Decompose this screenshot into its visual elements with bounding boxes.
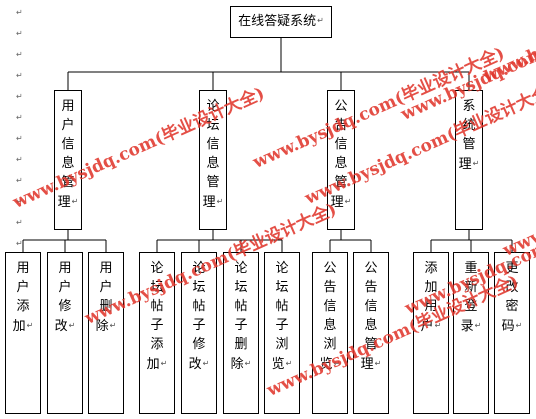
margin-return-mark: ↵ — [16, 71, 23, 80]
child-node: 论坛帖子添加↵ — [139, 252, 175, 414]
child-node: 公告信息浏览↵ — [312, 252, 348, 414]
margin-return-mark: ↵ — [16, 176, 23, 185]
margin-return-mark: ↵ — [16, 50, 23, 59]
child-node: 重新登录↵ — [453, 252, 489, 414]
child-node: 添加用户↵ — [413, 252, 449, 414]
margin-return-mark: ↵ — [16, 8, 23, 17]
margin-return-mark: ↵ — [16, 29, 23, 38]
module-node: 公告信息管理↵ — [327, 90, 355, 230]
margin-return-mark: ↵ — [16, 218, 23, 227]
child-node: 论坛帖子删除↵ — [223, 252, 259, 414]
module-node: 论坛信息管理↵ — [199, 90, 227, 230]
module-node: 系统管理↵ — [455, 90, 483, 230]
root-node: 在线答疑系统↵ — [230, 6, 332, 38]
child-node: 用户添加↵ — [5, 252, 41, 414]
child-node: 公告信息管理↵ — [353, 252, 389, 414]
margin-return-mark: ↵ — [16, 92, 23, 101]
margin-return-mark: ↵ — [16, 197, 23, 206]
child-node: 更改密码↵ — [494, 252, 530, 414]
child-node: 论坛帖子浏览↵ — [264, 252, 300, 414]
child-node: 用户删除↵ — [88, 252, 124, 414]
margin-return-mark: ↵ — [16, 113, 23, 122]
margin-return-mark: ↵ — [16, 134, 23, 143]
child-node: 论坛帖子修改↵ — [181, 252, 217, 414]
margin-return-mark: ↵ — [16, 239, 23, 248]
module-node: 用户信息管理↵ — [54, 90, 82, 230]
margin-return-mark: ↵ — [16, 155, 23, 164]
child-node: 用户修改↵ — [47, 252, 83, 414]
